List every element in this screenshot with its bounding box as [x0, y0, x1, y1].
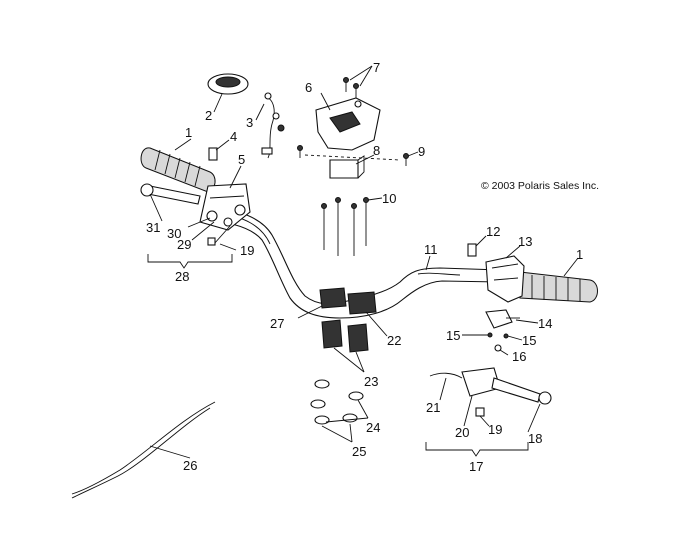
callout-3: 3	[246, 115, 253, 130]
washers	[310, 379, 364, 425]
callout-19-right: 19	[488, 422, 502, 437]
left-control-housing	[199, 183, 251, 231]
brace-28	[147, 254, 233, 269]
callout-18: 18	[528, 431, 542, 446]
throttle-cable	[71, 401, 216, 499]
callout-29: 29	[177, 237, 191, 252]
callout-17: 17	[469, 459, 483, 474]
left-grip	[140, 147, 216, 193]
callout-24: 24	[366, 420, 380, 435]
cover-screws	[297, 77, 409, 166]
callout-21: 21	[426, 400, 440, 415]
callout-numbers: 1 2 3 4 5 6 7 8 9 10 11 12 13 1 14 15 15…	[146, 60, 583, 474]
brace-17	[425, 442, 529, 457]
mount-bracket	[329, 155, 365, 179]
callout-15-left: 15	[446, 328, 460, 343]
callout-22: 22	[387, 333, 401, 348]
callout-2: 2	[205, 108, 212, 123]
small-bolt-4	[208, 147, 218, 161]
callout-9: 9	[418, 144, 425, 159]
callout-30: 30	[167, 226, 181, 241]
callout-7: 7	[373, 60, 380, 75]
upper-clamps	[319, 287, 377, 315]
ignition-key-cover	[207, 73, 249, 95]
callout-31: 31	[146, 220, 160, 235]
right-grip	[519, 271, 598, 303]
callout-4: 4	[230, 129, 237, 144]
nut-19-left	[207, 237, 216, 246]
callout-27: 27	[270, 316, 284, 331]
callout-6: 6	[305, 80, 312, 95]
callout-25: 25	[352, 444, 366, 459]
handlebar-cover	[315, 97, 381, 151]
callout-5: 5	[238, 152, 245, 167]
left-brake-lever	[140, 183, 201, 205]
callout-19-left: 19	[240, 243, 254, 258]
callout-8: 8	[373, 143, 380, 158]
callout-20: 20	[455, 425, 469, 440]
callout-13: 13	[518, 234, 532, 249]
kill-switch-harness	[261, 92, 285, 159]
callout-10: 10	[382, 191, 396, 206]
callout-16: 16	[512, 349, 526, 364]
leader-lines	[149, 65, 579, 459]
bracket-bolts	[321, 197, 369, 256]
throttle-housing	[485, 255, 525, 303]
callout-1-left: 1	[185, 125, 192, 140]
brake-switch	[485, 309, 520, 352]
callout-1-right: 1	[576, 247, 583, 262]
callout-15-right: 15	[522, 333, 536, 348]
callout-12: 12	[486, 224, 500, 239]
lower-clamps	[321, 319, 369, 353]
callout-11: 11	[424, 242, 438, 257]
copyright-notice: © 2003 Polaris Sales Inc.	[481, 180, 599, 192]
callout-23: 23	[364, 374, 378, 389]
bolt-12	[467, 243, 477, 257]
callout-26: 26	[183, 458, 197, 473]
callout-14: 14	[538, 316, 552, 331]
right-brake-assembly	[429, 367, 552, 417]
callout-28: 28	[175, 269, 189, 284]
